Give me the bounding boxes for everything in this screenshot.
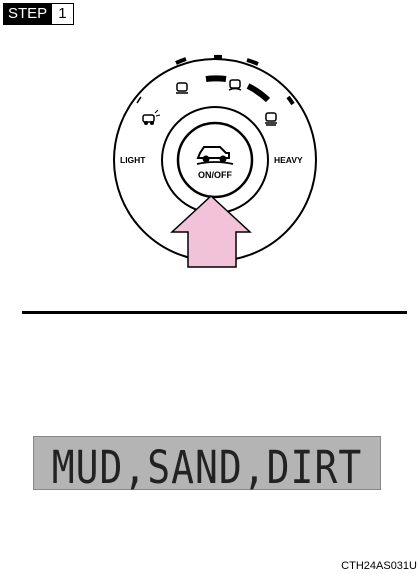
dial-right-label: HEAVY bbox=[274, 155, 303, 165]
dial-left-label: LIGHT bbox=[120, 155, 146, 165]
dial-button bbox=[178, 123, 252, 197]
mode-display: MUD,SAND,DIRT bbox=[33, 436, 381, 490]
section-divider bbox=[22, 311, 407, 314]
button-label: ON/OFF bbox=[198, 170, 232, 180]
terrain-dial-diagram: LIGHT HEAVY ON/OFF bbox=[0, 0, 419, 300]
figure-code: CTH24AS031U bbox=[341, 560, 417, 572]
mode-display-text: MUD,SAND,DIRT bbox=[34, 441, 380, 494]
